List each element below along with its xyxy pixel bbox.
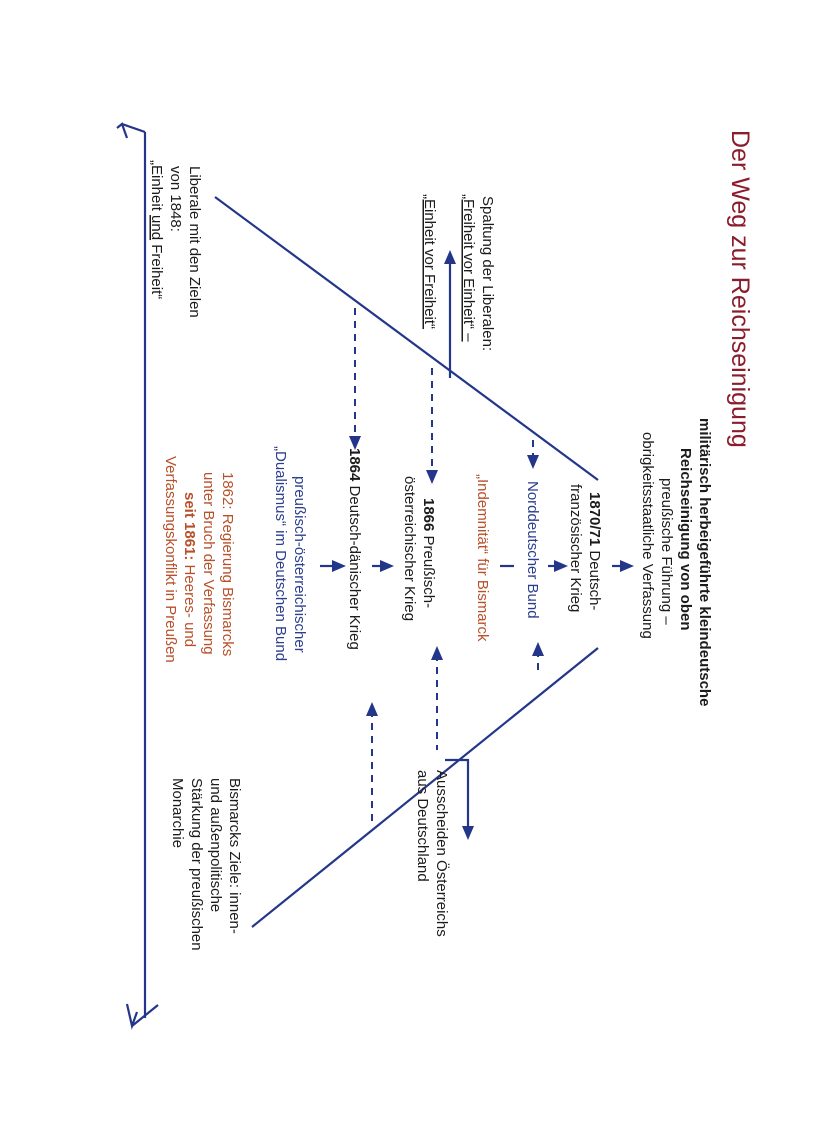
war-1866-line-1: 1866 Preußisch- <box>420 498 437 608</box>
ziele-line-1: Bismarcks Ziele: innen- <box>226 778 243 934</box>
war-1870-line-2: französischer Krieg <box>567 484 584 612</box>
war-1866-year: 1866 <box>420 498 437 531</box>
war-1864-year: 1864 <box>346 448 363 482</box>
liberale-line-3: „Einheit und Freiheit“ <box>148 160 165 299</box>
apex-text: militärisch herbeigeführte kleindeutsche… <box>639 418 713 706</box>
apex-line-3: preußische Führung – <box>658 478 675 625</box>
dash-1866-right-head <box>431 646 443 660</box>
dash-1864-right-head <box>366 702 378 716</box>
arrow-nb-1870-head <box>554 560 568 572</box>
ziele-line-2: und außenpolitische <box>207 778 224 912</box>
liberale-einheit: „Einheit <box>148 160 165 215</box>
war-1870-year: 1870/71 <box>586 492 603 546</box>
funnel-right-side <box>251 647 599 928</box>
war-1870-label: Deutsch- <box>586 546 603 610</box>
page-title: Der Weg zur Reichseinigung <box>726 130 754 448</box>
axis-bottom-tick <box>131 1004 159 1027</box>
liberale-line-1: Liberale mit den Zielen <box>186 166 203 318</box>
diagram-lines <box>116 122 634 1030</box>
norddeutscher-bund: Norddeutscher Bund <box>524 481 541 619</box>
dash-1864-left-head <box>349 436 361 450</box>
spaltung-line-3: „Einheit vor Freiheit“ <box>421 194 438 329</box>
ziele-line-4: Monarchie <box>169 778 186 848</box>
funnel-left-side <box>214 196 599 481</box>
dualismus-line-2: „Dualismus“ im Deutschen Bund <box>272 446 289 661</box>
war-1866-label: Preußisch- <box>420 531 437 608</box>
apex-line-1: militärisch herbeigeführte kleindeutsche <box>696 418 713 706</box>
indemnitaet-text: „Indemnität“ für Bismarck <box>474 474 491 642</box>
apex-line-2: Reichseinigung von oben <box>677 448 694 631</box>
arrow-dualismus-1864-head <box>332 560 346 572</box>
ziele-line-3: Stärkung der preußischen <box>188 778 205 951</box>
bismarck-1862-line-3: seit 1861: Heeres- und <box>181 492 198 647</box>
bismarck-1861-year: seit 1861: <box>181 492 198 560</box>
ausscheiden-arrowhead <box>462 826 474 840</box>
spaltung-text: Spaltung der Liberalen: „Freiheit vor Ei… <box>421 194 496 351</box>
liberale-line-2: von 1848: <box>167 166 184 232</box>
ausscheiden-arrow-line <box>445 758 470 832</box>
spaltung-line-2: „Freiheit vor Einheit“ – <box>460 194 477 342</box>
spaltung-arrowhead <box>444 250 456 264</box>
apex-line-4: obrigkeitsstaatliche Verfassung <box>639 432 656 639</box>
arrow-1870-apex-head <box>620 560 634 572</box>
war-1864-label: Deutsch-dänischer Krieg <box>346 481 363 649</box>
dualismus-line-1: preußisch-österreichischer <box>291 476 308 653</box>
spaltung-line-1: Spaltung der Liberalen: <box>479 196 496 351</box>
bismarck-1862-line-2: unter Bruch der Verfassung <box>200 472 217 655</box>
dash-nb-left-head <box>527 455 539 469</box>
war-1866-line-2: österreichischer Krieg <box>401 476 418 621</box>
bismarck-1862-text: 1862: Regierung Bismarcks unter Bruch de… <box>162 456 236 663</box>
ausscheiden-line-1: Ausscheiden Österreichs <box>433 770 451 937</box>
bismarck-1861-rest: Heeres- und <box>181 560 198 647</box>
bismarck-1862-line-4: Verfassungskonflikt in Preußen <box>162 456 179 663</box>
ausscheiden-line-2: aus Deutschland <box>414 770 431 882</box>
liberale-1848-text: Liberale mit den Zielen von 1848: „Einhe… <box>148 160 203 318</box>
liberale-und: und <box>148 215 165 240</box>
war-1864-line: 1864 Deutsch-dänischer Krieg <box>346 448 363 650</box>
war-1870-line-1: 1870/71 Deutsch- <box>586 492 603 610</box>
axis-top-tick <box>121 122 146 134</box>
dash-1866-left-head <box>426 470 438 484</box>
bismarck-ziele-text: Bismarcks Ziele: innen- und außenpolitis… <box>169 778 243 951</box>
liberale-freiheit: Freiheit“ <box>148 240 165 299</box>
dash-nb-right-head <box>532 642 544 656</box>
arrow-1864-1866-head <box>380 560 394 572</box>
bismarck-1862-line-1: 1862: Regierung Bismarcks <box>219 472 236 656</box>
